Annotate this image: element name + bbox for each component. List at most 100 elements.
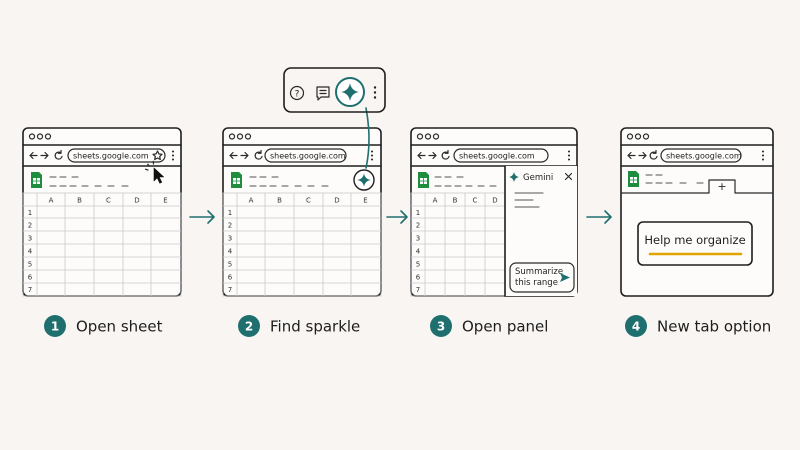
row-header: 6 — [228, 274, 233, 282]
gemini-panel-title: Gemini — [523, 173, 553, 183]
step-number: 2 — [245, 320, 253, 334]
panel-1-browser-window: sheets.google.com — [22, 127, 182, 297]
gemini-sparkle-button[interactable] — [353, 169, 375, 191]
step-text: Find sparkle — [270, 318, 360, 336]
reload-icon[interactable] — [254, 149, 263, 160]
forward-arrow-icon[interactable] — [240, 151, 249, 160]
step-label-4: 4 New tab option — [625, 315, 771, 337]
bookmark-star-icon[interactable] — [152, 150, 163, 161]
kebab-menu-icon[interactable] — [568, 150, 570, 161]
gemini-side-panel: Gemini Summarize this range — [504, 165, 577, 297]
sheets-logo-icon — [231, 172, 242, 188]
send-icon[interactable] — [560, 273, 570, 282]
help-me-organize-label: Help me organize — [644, 233, 745, 247]
step-badge — [238, 315, 260, 337]
toolbar-placeholder — [645, 174, 704, 184]
row-header: 2 — [416, 222, 420, 230]
row-header: 1 — [416, 209, 420, 217]
help-me-organize-button[interactable]: Help me organize — [637, 221, 753, 266]
column-header: E — [363, 197, 367, 205]
row-header: 5 — [228, 261, 232, 269]
row-header: 6 — [416, 274, 421, 282]
address-url: sheets.google.com — [270, 152, 346, 161]
row-header: 5 — [416, 261, 420, 269]
help-icon[interactable]: ? — [289, 85, 305, 101]
row-header: 1 — [228, 209, 232, 217]
callout-connector — [365, 107, 370, 169]
address-url: sheets.google.com — [73, 152, 149, 161]
row-header: 6 — [28, 274, 33, 282]
column-header: A — [433, 197, 438, 205]
sparkle-icon — [357, 173, 371, 187]
row-header: 7 — [228, 286, 232, 294]
address-bar[interactable]: sheets.google.com — [67, 148, 166, 163]
reload-icon[interactable] — [649, 149, 658, 160]
step-badge — [625, 315, 647, 337]
forward-arrow-icon[interactable] — [40, 151, 49, 160]
step-text: Open sheet — [76, 318, 163, 336]
sheet-grid — [22, 192, 182, 297]
row-header: 4 — [416, 248, 421, 256]
step-number: 4 — [632, 320, 640, 334]
kebab-menu-icon[interactable] — [371, 150, 373, 161]
gemini-prompt-input[interactable]: Summarize this range — [509, 262, 575, 293]
row-header: 3 — [416, 235, 420, 243]
step-number: 3 — [437, 320, 445, 334]
column-header: B — [277, 197, 282, 205]
back-arrow-icon[interactable] — [417, 151, 426, 160]
step-text: New tab option — [657, 318, 771, 336]
kebab-menu-icon[interactable] — [762, 150, 764, 161]
column-header: B — [77, 197, 82, 205]
step-badge — [44, 315, 66, 337]
back-arrow-icon[interactable] — [29, 151, 38, 160]
new-tab-bar — [620, 179, 774, 194]
row-header: 7 — [28, 286, 32, 294]
column-header: C — [306, 197, 311, 205]
toolbar-placeholder — [434, 176, 497, 187]
row-header: 5 — [28, 261, 32, 269]
step-label-3: 3 Open panel — [430, 315, 548, 337]
step-text: Open panel — [462, 318, 548, 336]
address-url: sheets.google.com — [459, 152, 535, 161]
column-header: D — [334, 197, 339, 205]
toolbar-placeholder — [249, 176, 329, 187]
column-header: B — [453, 197, 458, 205]
sheet-grid-lines — [411, 193, 505, 296]
step-arrow-1 — [189, 210, 215, 224]
gemini-sparkle-button[interactable] — [335, 77, 365, 107]
row-header: 3 — [228, 235, 232, 243]
column-header: E — [163, 197, 167, 205]
comment-icon[interactable] — [316, 86, 330, 101]
add-tab-button[interactable]: + — [717, 180, 726, 193]
step-badge — [430, 315, 452, 337]
panel-4-browser-window: sheets.google.com + Help me organize — [620, 127, 774, 297]
address-bar[interactable]: sheets.google.com — [453, 148, 549, 163]
forward-arrow-icon[interactable] — [428, 151, 437, 160]
column-header: A — [249, 197, 254, 205]
back-arrow-icon[interactable] — [627, 151, 636, 160]
address-bar[interactable]: sheets.google.com — [264, 148, 347, 163]
row-header: 2 — [228, 222, 232, 230]
row-header: 3 — [28, 235, 32, 243]
back-arrow-icon[interactable] — [229, 151, 238, 160]
address-url: sheets.google.com — [666, 152, 742, 161]
kebab-menu-icon[interactable] — [172, 150, 174, 161]
sheets-logo-icon — [628, 171, 639, 187]
response-placeholder — [514, 192, 544, 208]
address-bar[interactable]: sheets.google.com — [660, 148, 742, 163]
cursor-pointer-icon — [144, 160, 164, 184]
column-header: A — [49, 197, 54, 205]
step-label-1: 1 Open sheet — [44, 315, 163, 337]
column-header: D — [492, 197, 497, 205]
reload-icon[interactable] — [54, 149, 63, 160]
close-icon[interactable] — [564, 172, 573, 181]
sheet-grid — [222, 192, 382, 297]
prompt-text-line-2: this range — [515, 278, 558, 288]
step-number: 1 — [51, 320, 59, 334]
kebab-menu-icon[interactable] — [373, 86, 377, 99]
reload-icon[interactable] — [441, 149, 450, 160]
step-label-2: 2 Find sparkle — [238, 315, 360, 337]
forward-arrow-icon[interactable] — [638, 151, 647, 160]
